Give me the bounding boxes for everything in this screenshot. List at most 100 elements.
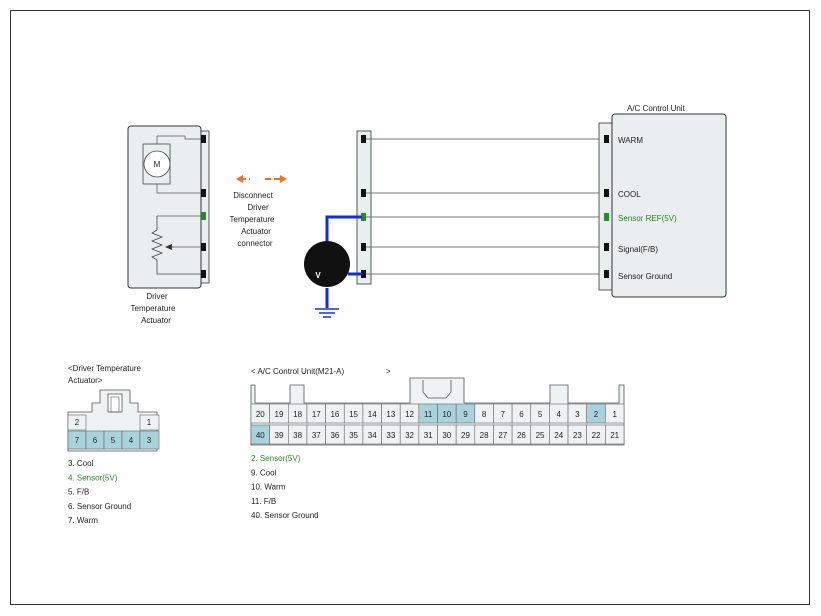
connector-pin-label: 5 [538, 410, 543, 419]
connector-pin-label: 39 [275, 431, 284, 440]
voltmeter-symbol: V [315, 271, 321, 280]
harness-connector [356, 130, 372, 285]
acu-connector-title: < A/C Control Unit(M21-A) [251, 367, 344, 376]
pin-legend-item: 5. F/B [68, 488, 89, 497]
pin-legend-item: 7. Warm [68, 516, 98, 525]
connector-pin-label: 35 [349, 431, 358, 440]
driver-connector-face: <Driver Temperature Actuator> 2 1 7 6 5 4 3 3.… [67, 364, 160, 525]
disconnect-line2: Driver [247, 203, 269, 212]
connector-pin-label: 6 [93, 436, 98, 445]
actuator-label-line3: Actuator [141, 316, 171, 325]
connector-pin-label: 14 [368, 410, 377, 419]
connector-pin-label: 1 [147, 418, 152, 427]
diagram-frame [10, 10, 810, 605]
connector-pin-label: 22 [592, 431, 601, 440]
connector-pin-label: 25 [536, 431, 545, 440]
acu-terminal-warm: WARM [618, 136, 643, 145]
connector-pin [605, 403, 625, 424]
connector-pin-label: 26 [517, 431, 526, 440]
actuator-label-line2: Temperature [131, 304, 176, 313]
actuator-label-line1: Driver [146, 292, 168, 301]
acu-component: A/C Control Unit WARM COOL Sensor REF(5V… [598, 104, 727, 298]
acu-connector-latch-icon [422, 380, 452, 399]
connector-pin-label: 37 [312, 431, 321, 440]
connector-pin-label: 23 [573, 431, 582, 440]
disconnect-line5: connector [237, 239, 272, 248]
voltmeter-positive-lead [325, 215, 362, 244]
connector-pin [139, 430, 160, 450]
connector-pin-label: 21 [610, 431, 619, 440]
potentiometer-icon [150, 216, 203, 275]
connector-pin-label: 36 [330, 431, 339, 440]
connector-pin-label: 12 [405, 410, 414, 419]
connector-pin-label: 30 [442, 431, 451, 440]
connector-pin-label: 4 [556, 410, 561, 419]
driver-connector-title-line1: <Driver Temperature [68, 364, 142, 373]
connector-pin [139, 414, 160, 431]
connector-pin-label: 10 [442, 410, 451, 419]
connector-pin-label: 15 [349, 410, 358, 419]
connector-pin [605, 424, 625, 445]
disconnect-arrows-icon [236, 175, 287, 183]
connector-pin-label: 2 [594, 410, 599, 419]
voltmeter: V [304, 215, 362, 318]
disconnect-note: Disconnect Driver Temperature Actuator c… [230, 175, 287, 248]
acu-terminal-ground: Sensor Ground [618, 272, 672, 281]
connector-pin-label: 2 [75, 418, 80, 427]
connector-pin-label: 40 [256, 431, 265, 440]
pin-legend-item: 3. Cool [68, 459, 94, 468]
connector-pin-label: 28 [480, 431, 489, 440]
pin-legend-item: 40. Sensor Ground [251, 511, 319, 520]
connector-pin-label: 17 [312, 410, 321, 419]
connector-pin-label: 4 [129, 436, 134, 445]
connector-pin-label: 19 [275, 410, 284, 419]
connector-pin-label: 33 [386, 431, 395, 440]
pin-legend-item: 2. Sensor(5V) [251, 454, 301, 463]
connector-pin-label: 34 [368, 431, 377, 440]
pin-legend-item: 11. F/B [251, 497, 276, 506]
acu-terminal-cool: COOL [618, 190, 641, 199]
motor-symbol: M [154, 160, 161, 169]
pin-legend-item: 9. Cool [251, 468, 277, 477]
connector-pin-label: 13 [386, 410, 395, 419]
connector-pin-label: 38 [293, 431, 302, 440]
acu-connector-face: < A/C Control Unit(M21-A) > 20 19 18 17 16 15… [250, 367, 625, 520]
disconnect-line4: Actuator [241, 227, 271, 236]
acu-terminal-signal: Signal(F/B) [618, 245, 658, 254]
pin-legend-item: 4. Sensor(5V) [68, 473, 118, 482]
ground-icon [315, 308, 339, 318]
wiper-arrow-icon [165, 244, 172, 250]
wires [366, 138, 603, 275]
connector-pin-label: 27 [498, 431, 507, 440]
driver-connector-title-line2: Actuator> [68, 376, 103, 385]
connector-pin-label: 6 [519, 410, 524, 419]
connector-pin-label: 3 [575, 410, 580, 419]
disconnect-line3: Temperature [230, 215, 275, 224]
acu-body [611, 113, 727, 298]
acu-title: A/C Control Unit [627, 104, 686, 113]
connector-pin [67, 414, 87, 431]
connector-pin-label: 8 [482, 410, 487, 419]
connector-pin-label: 32 [405, 431, 414, 440]
voltmeter-icon [304, 241, 350, 287]
connector-pin-label: 16 [330, 410, 339, 419]
connector-pin-label: 20 [256, 410, 265, 419]
actuator-component: M Driver Temperature Actuator [127, 125, 210, 325]
acu-terminal-sensor-ref: Sensor REF(5V) [618, 214, 677, 223]
connector-pin-label: 24 [554, 431, 563, 440]
actuator-body [127, 125, 202, 289]
pin-legend-item: 6. Sensor Ground [68, 502, 131, 511]
acu-connector-title-close: > [386, 367, 391, 376]
connector-pin-label: 29 [461, 431, 470, 440]
connector-pin-label: 18 [293, 410, 302, 419]
connector-pin-label: 7 [75, 436, 80, 445]
connector-pin-label: 31 [424, 431, 433, 440]
disconnect-line1: Disconnect [233, 191, 273, 200]
connector-pin-label: 5 [111, 436, 116, 445]
connector-pin-label: 3 [147, 436, 152, 445]
connector-pin-label: 9 [463, 410, 468, 419]
pin-legend-item: 10. Warm [251, 483, 286, 492]
motor-symbol-icon [143, 150, 171, 178]
connector-pin-label: 7 [501, 410, 506, 419]
